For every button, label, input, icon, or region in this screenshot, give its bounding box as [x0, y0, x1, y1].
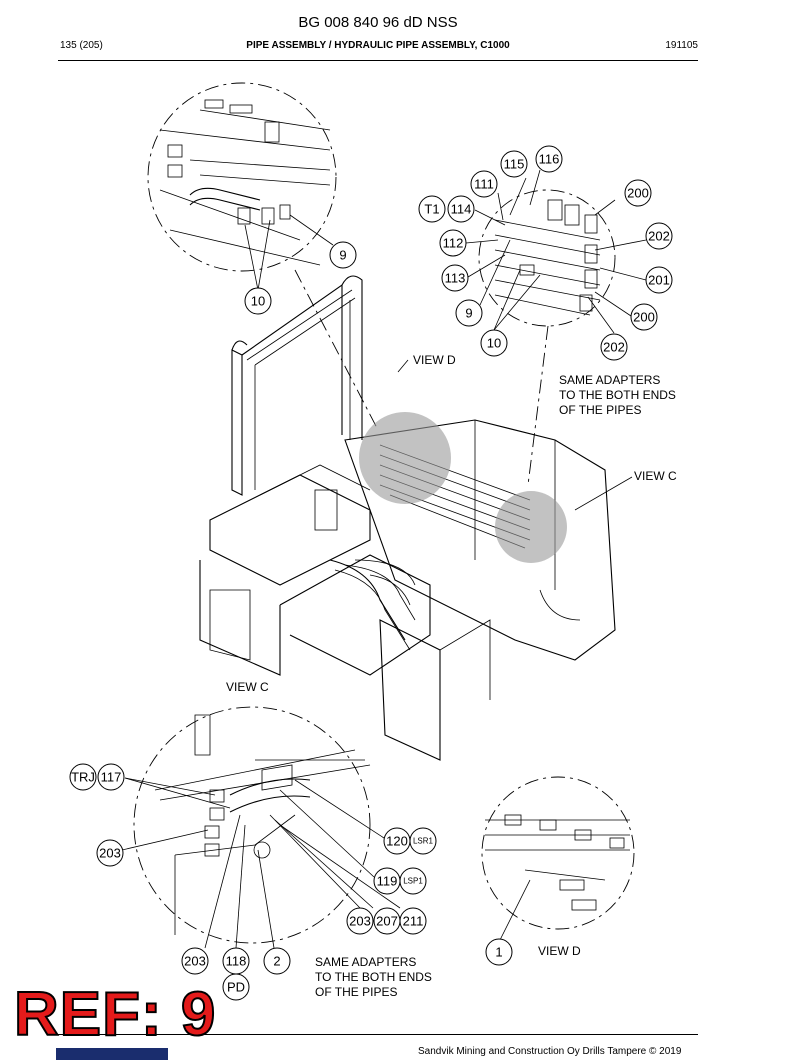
svg-text:10: 10 [251, 294, 265, 309]
svg-text:1: 1 [495, 945, 502, 960]
svg-text:120: 120 [386, 834, 408, 849]
view-line-c [527, 325, 549, 486]
detail-circle-bottom-right [481, 776, 635, 930]
svg-text:2: 2 [273, 954, 280, 969]
callout-112: 112 [439, 229, 467, 257]
callout-10-c: 10 [480, 329, 508, 357]
view-c-label-main: VIEW C [634, 469, 677, 483]
svg-text:116: 116 [539, 152, 560, 167]
callout-207: 207 [373, 907, 401, 935]
note-top-line1: SAME ADAPTERS [559, 373, 660, 387]
sandvik-logo-strip [56, 1048, 168, 1060]
footer-rule [58, 1034, 698, 1035]
note-bottom-line3: OF THE PIPES [315, 985, 397, 999]
callout-LSP1: LSP1 [399, 867, 427, 895]
callout-201: 201 [645, 266, 673, 294]
svg-text:113: 113 [445, 271, 466, 286]
callout-118: 118 [222, 947, 250, 975]
callout-200-b: 200 [630, 303, 658, 331]
svg-text:9: 9 [465, 306, 472, 321]
callout-116: 116 [535, 145, 563, 173]
date-code: 191105 [665, 40, 698, 51]
callout-203-b: 203 [346, 907, 374, 935]
ref-stamp: REF: 9 [13, 980, 217, 1049]
detail-circle-bottom-left [133, 706, 371, 944]
svg-text:LSR1: LSR1 [413, 837, 434, 846]
callout-9-top: 9 [329, 241, 357, 269]
svg-text:10: 10 [487, 336, 501, 351]
svg-text:203: 203 [349, 914, 371, 929]
footer-copyright: Sandvik Mining and Construction Oy Drill… [418, 1046, 682, 1057]
view-d-label-top: VIEW D [413, 353, 456, 367]
callout-211: 211 [399, 907, 427, 935]
svg-text:T1: T1 [424, 202, 439, 217]
callout-117: 117 [97, 763, 125, 791]
svg-text:202: 202 [648, 229, 670, 244]
svg-text:200: 200 [633, 310, 655, 325]
svg-text:211: 211 [403, 914, 424, 929]
svg-text:202: 202 [603, 340, 625, 355]
svg-text:203: 203 [99, 846, 121, 861]
callout-1: 1 [485, 938, 513, 966]
callout-202-a: 202 [645, 222, 673, 250]
view-d-label-detail: VIEW D [538, 944, 581, 958]
note-bottom-line2: TO THE BOTH ENDS [315, 970, 432, 984]
detail-circle-top-left [147, 82, 337, 272]
svg-text:111: 111 [474, 177, 494, 192]
callout-111: 111 [470, 170, 498, 198]
callout-T1: T1 [418, 195, 446, 223]
callout-200-a: 200 [624, 179, 652, 207]
note-bottom-line1: SAME ADAPTERS [315, 955, 416, 969]
callout-119: 119 [373, 867, 401, 895]
callout-113: 113 [441, 264, 469, 292]
callout-9-c: 9 [455, 299, 483, 327]
callout-114: 114 [447, 195, 475, 223]
svg-text:112: 112 [443, 236, 464, 251]
callout-115: 115 [500, 150, 528, 178]
callout-LSR1: LSR1 [409, 827, 437, 855]
callout-202-b: 202 [600, 333, 628, 361]
page-number: 135 (205) [60, 40, 103, 51]
callout-203-a: 203 [96, 839, 124, 867]
callout-TRJ: TRJ [69, 763, 97, 791]
callout-2: 2 [263, 947, 291, 975]
callout-120: 120 [383, 827, 411, 855]
svg-text:9: 9 [339, 248, 346, 263]
callout-203-c: 203 [181, 947, 209, 975]
svg-text:203: 203 [184, 954, 206, 969]
svg-text:TRJ: TRJ [71, 770, 95, 785]
view-c-label-detail: VIEW C [226, 680, 269, 694]
svg-text:PD: PD [227, 980, 245, 995]
detail-circle-top-right [478, 189, 616, 327]
note-top-line3: OF THE PIPES [559, 403, 641, 417]
svg-text:207: 207 [376, 914, 398, 929]
svg-text:119: 119 [377, 874, 398, 889]
svg-text:118: 118 [226, 954, 247, 969]
view-line-d [294, 269, 379, 431]
section-title: PIPE ASSEMBLY / HYDRAULIC PIPE ASSEMBLY,… [246, 40, 510, 51]
callout-10-top: 10 [244, 287, 272, 315]
svg-text:115: 115 [504, 157, 525, 172]
svg-text:200: 200 [627, 186, 649, 201]
svg-text:114: 114 [451, 202, 472, 217]
leader-lines [121, 169, 647, 949]
svg-text:201: 201 [648, 273, 670, 288]
header-rule [58, 60, 698, 61]
document-number: BG 008 840 96 dD NSS [298, 14, 458, 31]
svg-text:LSP1: LSP1 [403, 877, 423, 886]
callout-PD: PD [222, 973, 250, 1001]
main-assembly [199, 275, 616, 761]
note-top-line2: TO THE BOTH ENDS [559, 388, 676, 402]
svg-text:117: 117 [101, 770, 122, 785]
